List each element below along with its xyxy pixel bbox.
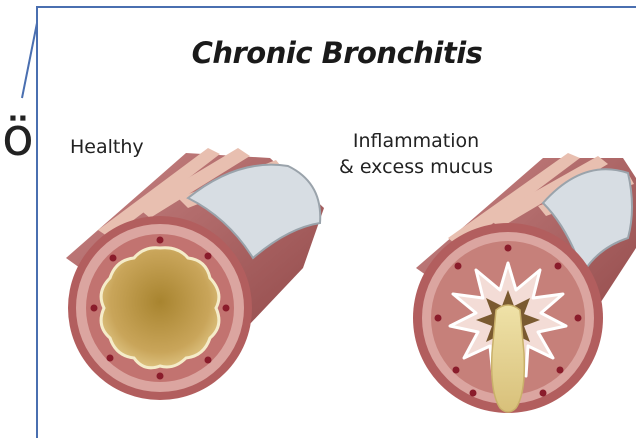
blood-vessel-dot bbox=[107, 355, 114, 362]
blood-vessel-dot bbox=[435, 315, 442, 322]
inflamed-label-line1: Inflammation bbox=[316, 128, 516, 154]
healthy-lumen bbox=[101, 248, 219, 368]
blood-vessel-dot bbox=[205, 253, 212, 260]
blood-vessel-dot bbox=[575, 315, 582, 322]
blood-vessel-dot bbox=[205, 357, 212, 364]
healthy-bronchus bbox=[66, 148, 324, 400]
blood-vessel-dot bbox=[455, 263, 462, 270]
stray-character: ö bbox=[2, 112, 34, 164]
blood-vessel-dot bbox=[223, 305, 230, 312]
blood-vessel-dot bbox=[157, 373, 164, 380]
blood-vessel-dot bbox=[470, 390, 477, 397]
healthy-label: Healthy bbox=[70, 134, 144, 160]
blood-vessel-dot bbox=[453, 367, 460, 374]
blood-vessel-dot bbox=[157, 237, 164, 244]
blood-vessel-dot bbox=[91, 305, 98, 312]
bronchi-illustration bbox=[38, 8, 636, 438]
blood-vessel-dot bbox=[110, 255, 117, 262]
inflamed-label: Inflammation & excess mucus bbox=[316, 128, 516, 180]
blood-vessel-dot bbox=[555, 263, 562, 270]
blood-vessel-dot bbox=[557, 367, 564, 374]
mucus-plug bbox=[492, 305, 525, 412]
inflamed-label-line2: & excess mucus bbox=[316, 154, 516, 180]
blood-vessel-dot bbox=[505, 245, 512, 252]
diagram-panel: Chronic Bronchitis bbox=[36, 6, 636, 438]
inflamed-bronchus bbox=[413, 153, 636, 413]
blood-vessel-dot bbox=[540, 390, 547, 397]
